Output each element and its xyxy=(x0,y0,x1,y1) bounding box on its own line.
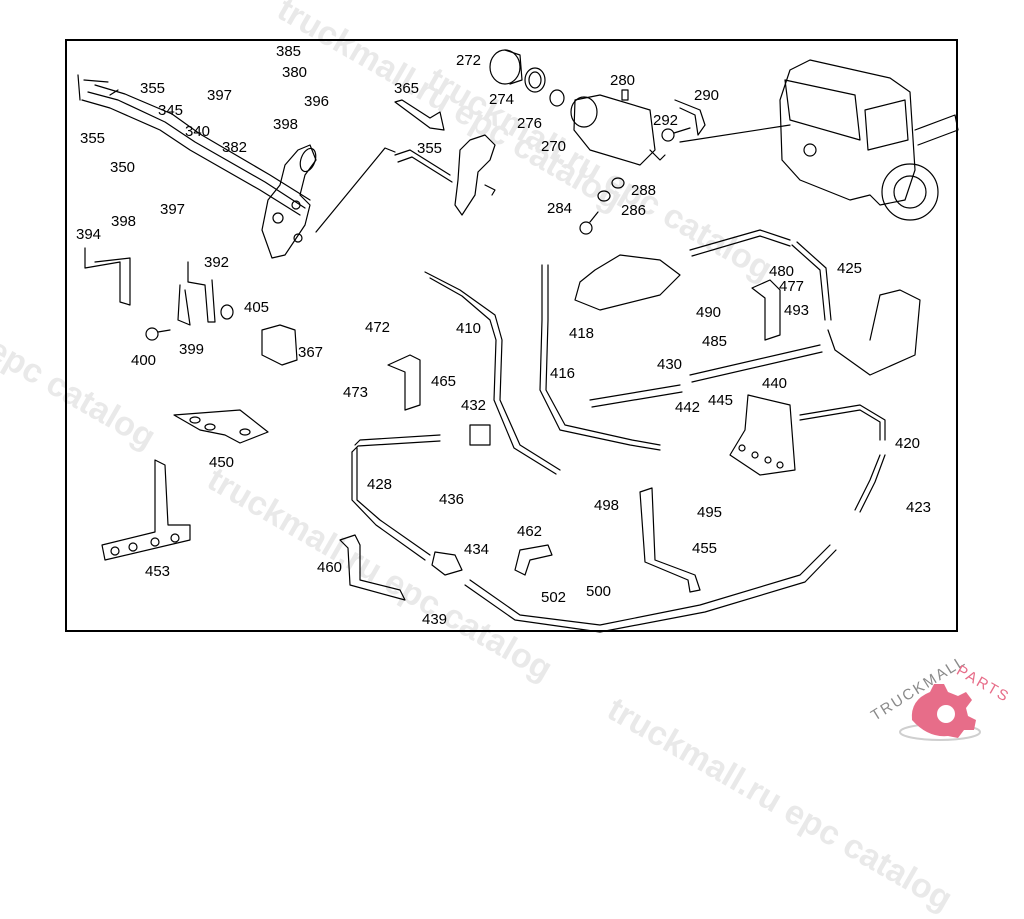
part-label-430[interactable]: 430 xyxy=(657,356,683,373)
part-label-462[interactable]: 462 xyxy=(517,523,543,540)
part-label-425[interactable]: 425 xyxy=(837,260,863,277)
part-label-286[interactable]: 286 xyxy=(621,202,647,219)
parts-drawing xyxy=(77,49,959,633)
part-label-440[interactable]: 440 xyxy=(762,375,788,392)
part-label-399[interactable]: 399 xyxy=(179,341,205,358)
part-label-420[interactable]: 420 xyxy=(895,435,921,452)
part-label-432[interactable]: 432 xyxy=(461,397,487,414)
part-label-392[interactable]: 392 xyxy=(204,254,230,271)
part-label-472[interactable]: 472 xyxy=(365,319,391,336)
brackets-left xyxy=(84,247,298,561)
part-label-397[interactable]: 397 xyxy=(207,87,233,104)
part-label-428[interactable]: 428 xyxy=(367,476,393,493)
part-label-473[interactable]: 473 xyxy=(343,384,369,401)
part-label-385[interactable]: 385 xyxy=(276,43,302,60)
part-label-439[interactable]: 439 xyxy=(422,611,448,628)
part-label-460[interactable]: 460 xyxy=(317,559,343,576)
part-label-418[interactable]: 418 xyxy=(569,325,595,342)
part-label-445[interactable]: 445 xyxy=(708,392,734,409)
part-label-398[interactable]: 398 xyxy=(111,213,137,230)
truckmallparts-logo: TRUCKMALL PARTS xyxy=(850,650,1024,750)
reservoir xyxy=(489,49,666,166)
slave-fitting xyxy=(394,99,496,216)
part-label-455[interactable]: 455 xyxy=(692,540,718,557)
part-label-355[interactable]: 355 xyxy=(80,130,106,147)
part-label-416[interactable]: 416 xyxy=(550,365,576,382)
part-label-490[interactable]: 490 xyxy=(696,304,722,321)
part-label-350[interactable]: 350 xyxy=(110,159,136,176)
brackets-lower xyxy=(339,279,796,601)
part-label-480[interactable]: 480 xyxy=(769,263,795,280)
pipe-bundle xyxy=(77,74,311,216)
valve-block xyxy=(261,144,317,259)
part-label-477[interactable]: 477 xyxy=(779,278,805,295)
part-label-380[interactable]: 380 xyxy=(282,64,308,81)
part-label-500[interactable]: 500 xyxy=(586,583,612,600)
part-label-367[interactable]: 367 xyxy=(298,344,324,361)
part-label-284[interactable]: 284 xyxy=(547,200,573,217)
tubes-center xyxy=(351,229,921,633)
part-label-280[interactable]: 280 xyxy=(610,72,636,89)
part-label-292[interactable]: 292 xyxy=(653,112,679,129)
part-label-365[interactable]: 365 xyxy=(394,80,420,97)
part-label-270[interactable]: 270 xyxy=(541,138,567,155)
part-label-272[interactable]: 272 xyxy=(456,52,482,69)
part-label-355[interactable]: 355 xyxy=(140,80,166,97)
part-label-394[interactable]: 394 xyxy=(76,226,102,243)
part-label-288[interactable]: 288 xyxy=(631,182,657,199)
part-label-498[interactable]: 498 xyxy=(594,497,620,514)
part-label-398[interactable]: 398 xyxy=(273,116,299,133)
part-label-502[interactable]: 502 xyxy=(541,589,567,606)
part-label-436[interactable]: 436 xyxy=(439,491,465,508)
part-label-276[interactable]: 276 xyxy=(517,115,543,132)
leader-line xyxy=(315,147,396,233)
part-label-442[interactable]: 442 xyxy=(675,399,701,416)
part-label-495[interactable]: 495 xyxy=(697,504,723,521)
part-label-345[interactable]: 345 xyxy=(158,102,184,119)
part-label-397[interactable]: 397 xyxy=(160,201,186,218)
part-label-410[interactable]: 410 xyxy=(456,320,482,337)
part-label-493[interactable]: 493 xyxy=(784,302,810,319)
part-label-274[interactable]: 274 xyxy=(489,91,515,108)
diagram-frame xyxy=(65,39,958,632)
arrow-line xyxy=(679,124,791,143)
part-label-423[interactable]: 423 xyxy=(906,499,932,516)
part-label-453[interactable]: 453 xyxy=(145,563,171,580)
part-label-405[interactable]: 405 xyxy=(244,299,270,316)
truck-cab xyxy=(779,59,959,221)
part-label-290[interactable]: 290 xyxy=(694,87,720,104)
part-label-434[interactable]: 434 xyxy=(464,541,490,558)
part-label-396[interactable]: 396 xyxy=(304,93,330,110)
gear-icon xyxy=(899,684,981,741)
part-label-450[interactable]: 450 xyxy=(209,454,235,471)
part-label-465[interactable]: 465 xyxy=(431,373,457,390)
part-label-340[interactable]: 340 xyxy=(185,123,211,140)
part-label-382[interactable]: 382 xyxy=(222,139,248,156)
part-label-485[interactable]: 485 xyxy=(702,333,728,350)
small-hardware xyxy=(579,99,706,235)
part-label-355[interactable]: 355 xyxy=(417,140,443,157)
part-label-400[interactable]: 400 xyxy=(131,352,157,369)
